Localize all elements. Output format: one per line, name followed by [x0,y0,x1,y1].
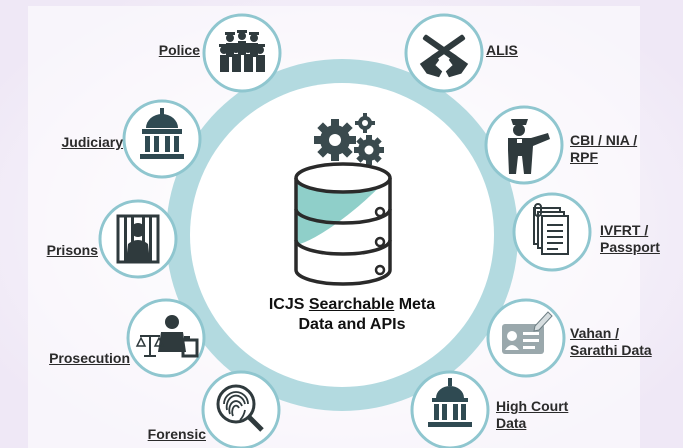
police-group-icon [219,30,265,72]
forensic-node [201,370,281,448]
courthouse-icon [140,108,184,159]
label-alis[interactable]: ALIS [486,42,518,58]
center-caption-line2: Data and APIs [298,316,406,333]
label-judiciary[interactable]: Judiciary [61,134,123,150]
center-caption: ICJS Searchable Meta Data and APIs [232,295,472,335]
judiciary-node [122,99,202,179]
label-highcourt-line1: High Court [496,398,569,414]
label-police[interactable]: Police [158,42,200,58]
label-cbi-line1: CBI / NIA / [570,132,638,148]
label-vahan-line1: Vahan / [570,325,620,341]
label-highcourt[interactable]: High Court Data [496,398,568,432]
label-highcourt-line2: Data [496,415,527,431]
prisoner-icon [116,214,160,264]
prosecution-node [126,298,206,378]
prisons-node [98,199,178,279]
label-ivfrt-line2: Passport [600,239,660,255]
vahan-node [486,298,566,378]
label-cbi-line2: RPF [570,149,598,165]
highcourt-node [410,370,490,448]
alis-node [404,13,484,93]
label-prosecution[interactable]: Prosecution [49,350,130,366]
label-ivfrt-line1: IVFRT / [600,222,649,238]
center-caption-line1: ICJS Searchable Meta [268,296,436,313]
database-icon [294,162,392,286]
crossed-guns-icon [419,34,469,78]
ivfrt-node [512,192,592,272]
officer-pointing-icon [508,119,550,174]
police-node [202,13,282,93]
lawyer-scales-icon [135,315,199,358]
label-cbi[interactable]: CBI / NIA / RPF [570,132,637,166]
id-card-icon [502,311,553,354]
label-forensic[interactable]: Forensic [147,426,206,442]
fingerprint-magnifier-icon [216,384,264,432]
capitol-icon [428,378,472,427]
label-ivfrt[interactable]: IVFRT / Passport [600,222,660,256]
documents-icon [533,203,569,255]
label-vahan[interactable]: Vahan / Sarathi Data [570,325,652,359]
label-prisons[interactable]: Prisons [46,242,98,258]
cbi-node [484,105,564,185]
label-vahan-line2: Sarathi Data [570,342,652,358]
